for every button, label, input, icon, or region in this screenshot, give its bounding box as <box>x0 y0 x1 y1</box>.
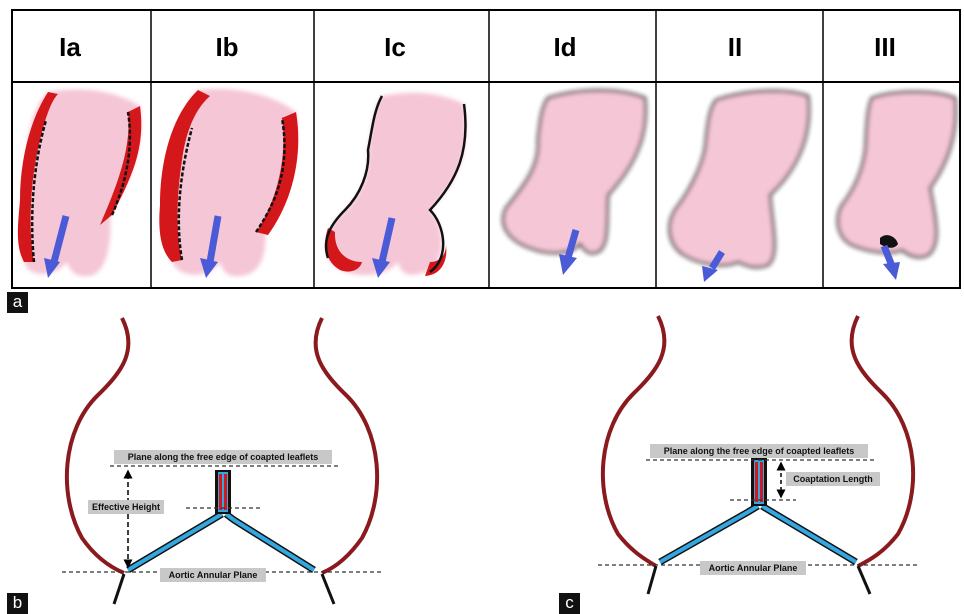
annular-plane-label-b: Aortic Annular Plane <box>169 570 258 580</box>
annular-plane-label-c: Aortic Annular Plane <box>709 563 798 573</box>
header-Ia: Ia <box>59 32 81 62</box>
free-edge-plane-label-c: Plane along the free edge of coapted lea… <box>664 446 855 456</box>
leaflet-Ic <box>325 93 465 278</box>
leaflet-Id <box>503 91 645 276</box>
diagram-c: Plane along the free edge of coapted lea… <box>598 316 920 594</box>
leaflet-Ia <box>18 89 141 278</box>
header-II: II <box>728 32 742 62</box>
leaflet-III <box>838 92 956 280</box>
panel-label-a: a <box>7 292 28 313</box>
aortic-wall-right <box>316 318 378 573</box>
classification-grid: Ia Ib Ic Id II III <box>12 10 960 288</box>
diagram-b: Plane along the free edge of coapted lea… <box>62 318 384 604</box>
effective-height-label: Effective Height <box>92 502 160 512</box>
free-edge-plane-label-b: Plane along the free edge of coapted lea… <box>128 452 319 462</box>
aortic-wall-left <box>67 318 129 573</box>
leaflet-II <box>670 91 809 282</box>
panel-label-b: b <box>7 593 28 614</box>
coaptation-length-label: Coaptation Length <box>793 474 873 484</box>
panel-label-c: c <box>559 593 580 614</box>
leaflet-Ib <box>159 89 298 278</box>
aortic-wall-right-c <box>852 316 914 566</box>
header-III: III <box>874 32 896 62</box>
header-Id: Id <box>553 32 576 62</box>
aortic-wall-left-c <box>603 316 665 566</box>
header-Ic: Ic <box>384 32 406 62</box>
header-Ib: Ib <box>215 32 238 62</box>
